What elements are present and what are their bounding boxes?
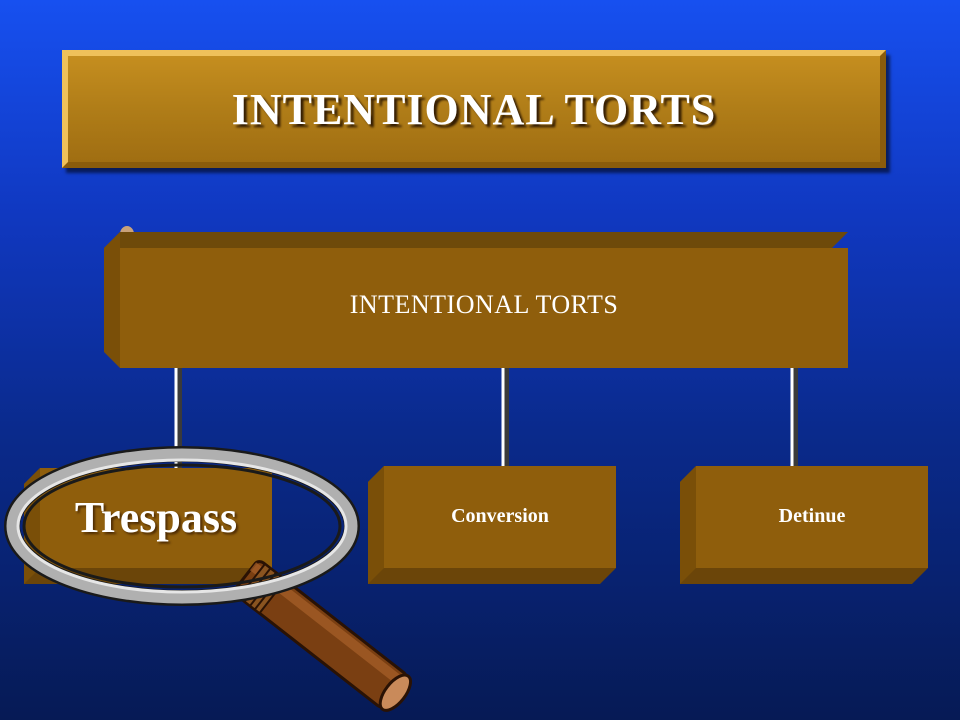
title-banner: INTENTIONAL TORTS xyxy=(62,50,886,168)
detinue-node-label: Detinue xyxy=(778,505,846,527)
root-node-box xyxy=(104,232,848,368)
conversion-node-box xyxy=(368,466,616,584)
detinue-node-box xyxy=(680,466,928,584)
magnifying-glass-icon xyxy=(4,446,413,712)
root-node-label: INTENTIONAL TORTS xyxy=(349,290,619,319)
trespass-node-label: Trespass xyxy=(74,493,238,542)
connector-lines xyxy=(174,368,798,470)
conversion-node-label: Conversion xyxy=(451,505,549,527)
slide-title: INTENTIONAL TORTS xyxy=(231,85,717,134)
